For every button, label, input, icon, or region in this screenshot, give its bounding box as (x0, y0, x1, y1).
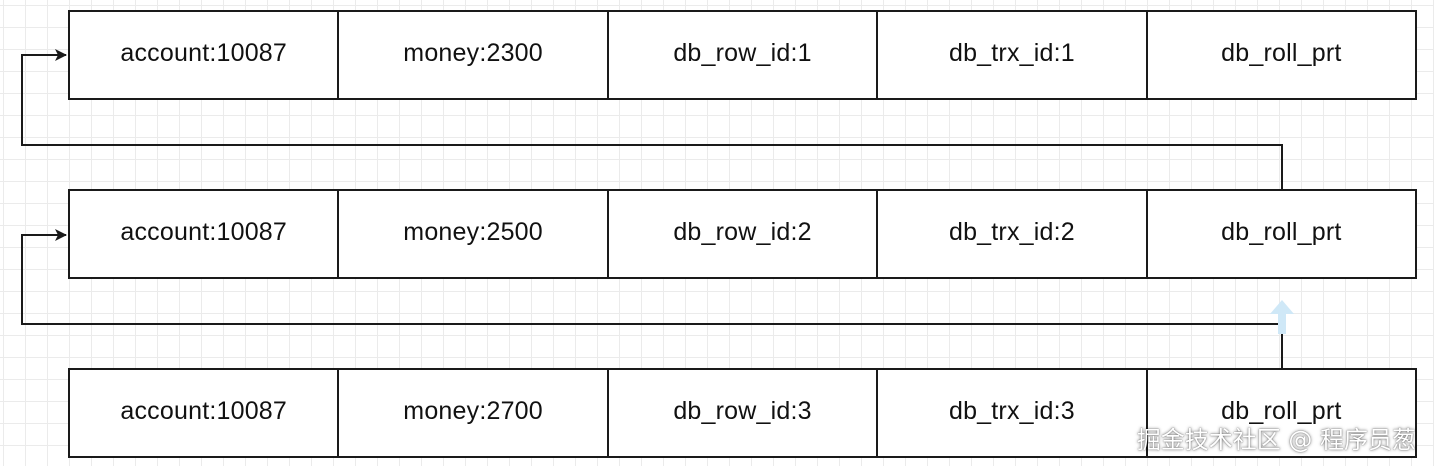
row-id-cell: db_row_id:3 (609, 370, 879, 456)
account-cell: account:10087 (70, 370, 340, 456)
row-id-cell: db_row_id:2 (609, 191, 879, 277)
trx-id-cell: db_trx_id:1 (878, 12, 1148, 98)
undo-record-1: account:10087 money:2300 db_row_id:1 db_… (68, 10, 1417, 100)
account-cell: account:10087 (70, 12, 340, 98)
row-id-cell: db_row_id:1 (609, 12, 879, 98)
roll-ptr-cell: db_roll_prt (1221, 38, 1342, 67)
account-cell: account:10087 (70, 191, 340, 277)
money-cell: money:2300 (339, 12, 609, 98)
trx-id-cell: db_trx_id:2 (878, 191, 1148, 277)
trx-id-cell: db_trx_id:3 (878, 370, 1148, 456)
current-record: account:10087 money:2700 db_row_id:3 db_… (68, 368, 1417, 458)
money-cell: money:2500 (339, 191, 609, 277)
selection-arrow-icon (1270, 300, 1294, 334)
roll-ptr-cell: db_roll_prt (1221, 396, 1342, 425)
undo-record-2: account:10087 money:2500 db_row_id:2 db_… (68, 189, 1417, 279)
money-cell: money:2700 (339, 370, 609, 456)
roll-ptr-cell: db_roll_prt (1221, 217, 1342, 246)
watermark: 掘金技术社区 @ 程序员葱 (1136, 426, 1416, 454)
